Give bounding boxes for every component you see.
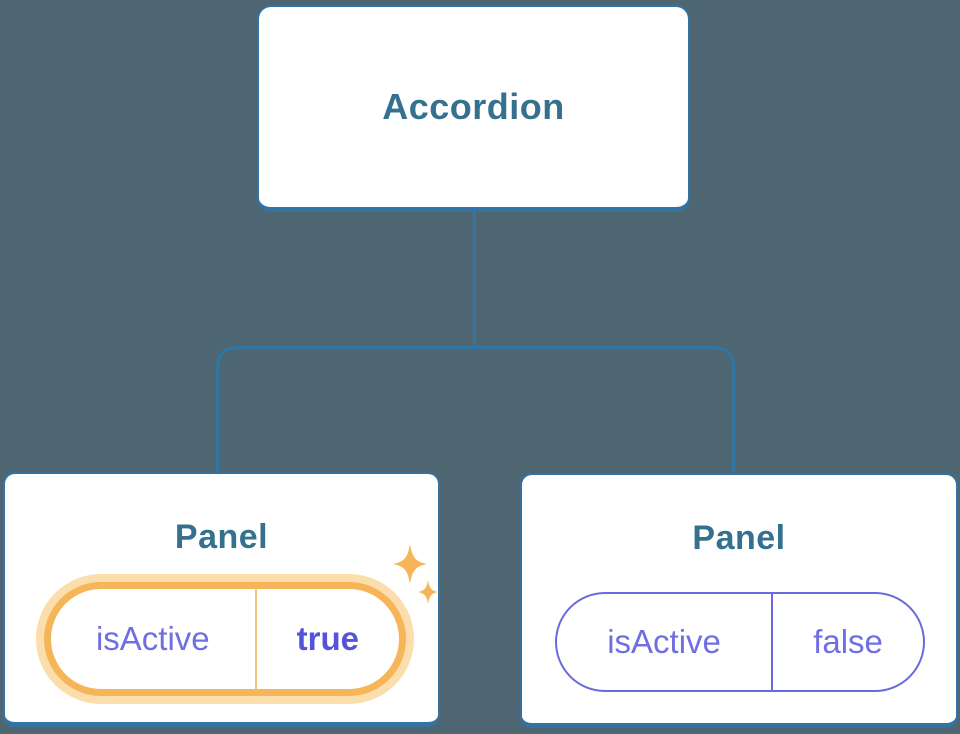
- panel-node-active: Panel isActive true: [3, 472, 440, 727]
- panel-title: Panel: [692, 519, 786, 557]
- connector-branch: [216, 346, 735, 472]
- accordion-node: Accordion: [257, 5, 690, 212]
- sparkle-small-icon: [418, 580, 438, 604]
- sparkle-icon: [393, 544, 438, 604]
- state-value: false: [813, 623, 883, 660]
- state-pill-active: isActive true: [44, 582, 406, 696]
- state-value: true: [296, 620, 359, 657]
- accordion-label: Accordion: [382, 86, 565, 127]
- state-pill-inactive: isActive false: [555, 592, 925, 692]
- state-name: isActive: [607, 623, 721, 660]
- pill-divider: [771, 594, 774, 690]
- state-name: isActive: [95, 620, 210, 657]
- sparkle-large-icon: [393, 544, 427, 584]
- panel-node-inactive: Panel isActive false: [520, 473, 958, 728]
- panel-title: Panel: [174, 518, 269, 556]
- pill-divider: [254, 589, 257, 689]
